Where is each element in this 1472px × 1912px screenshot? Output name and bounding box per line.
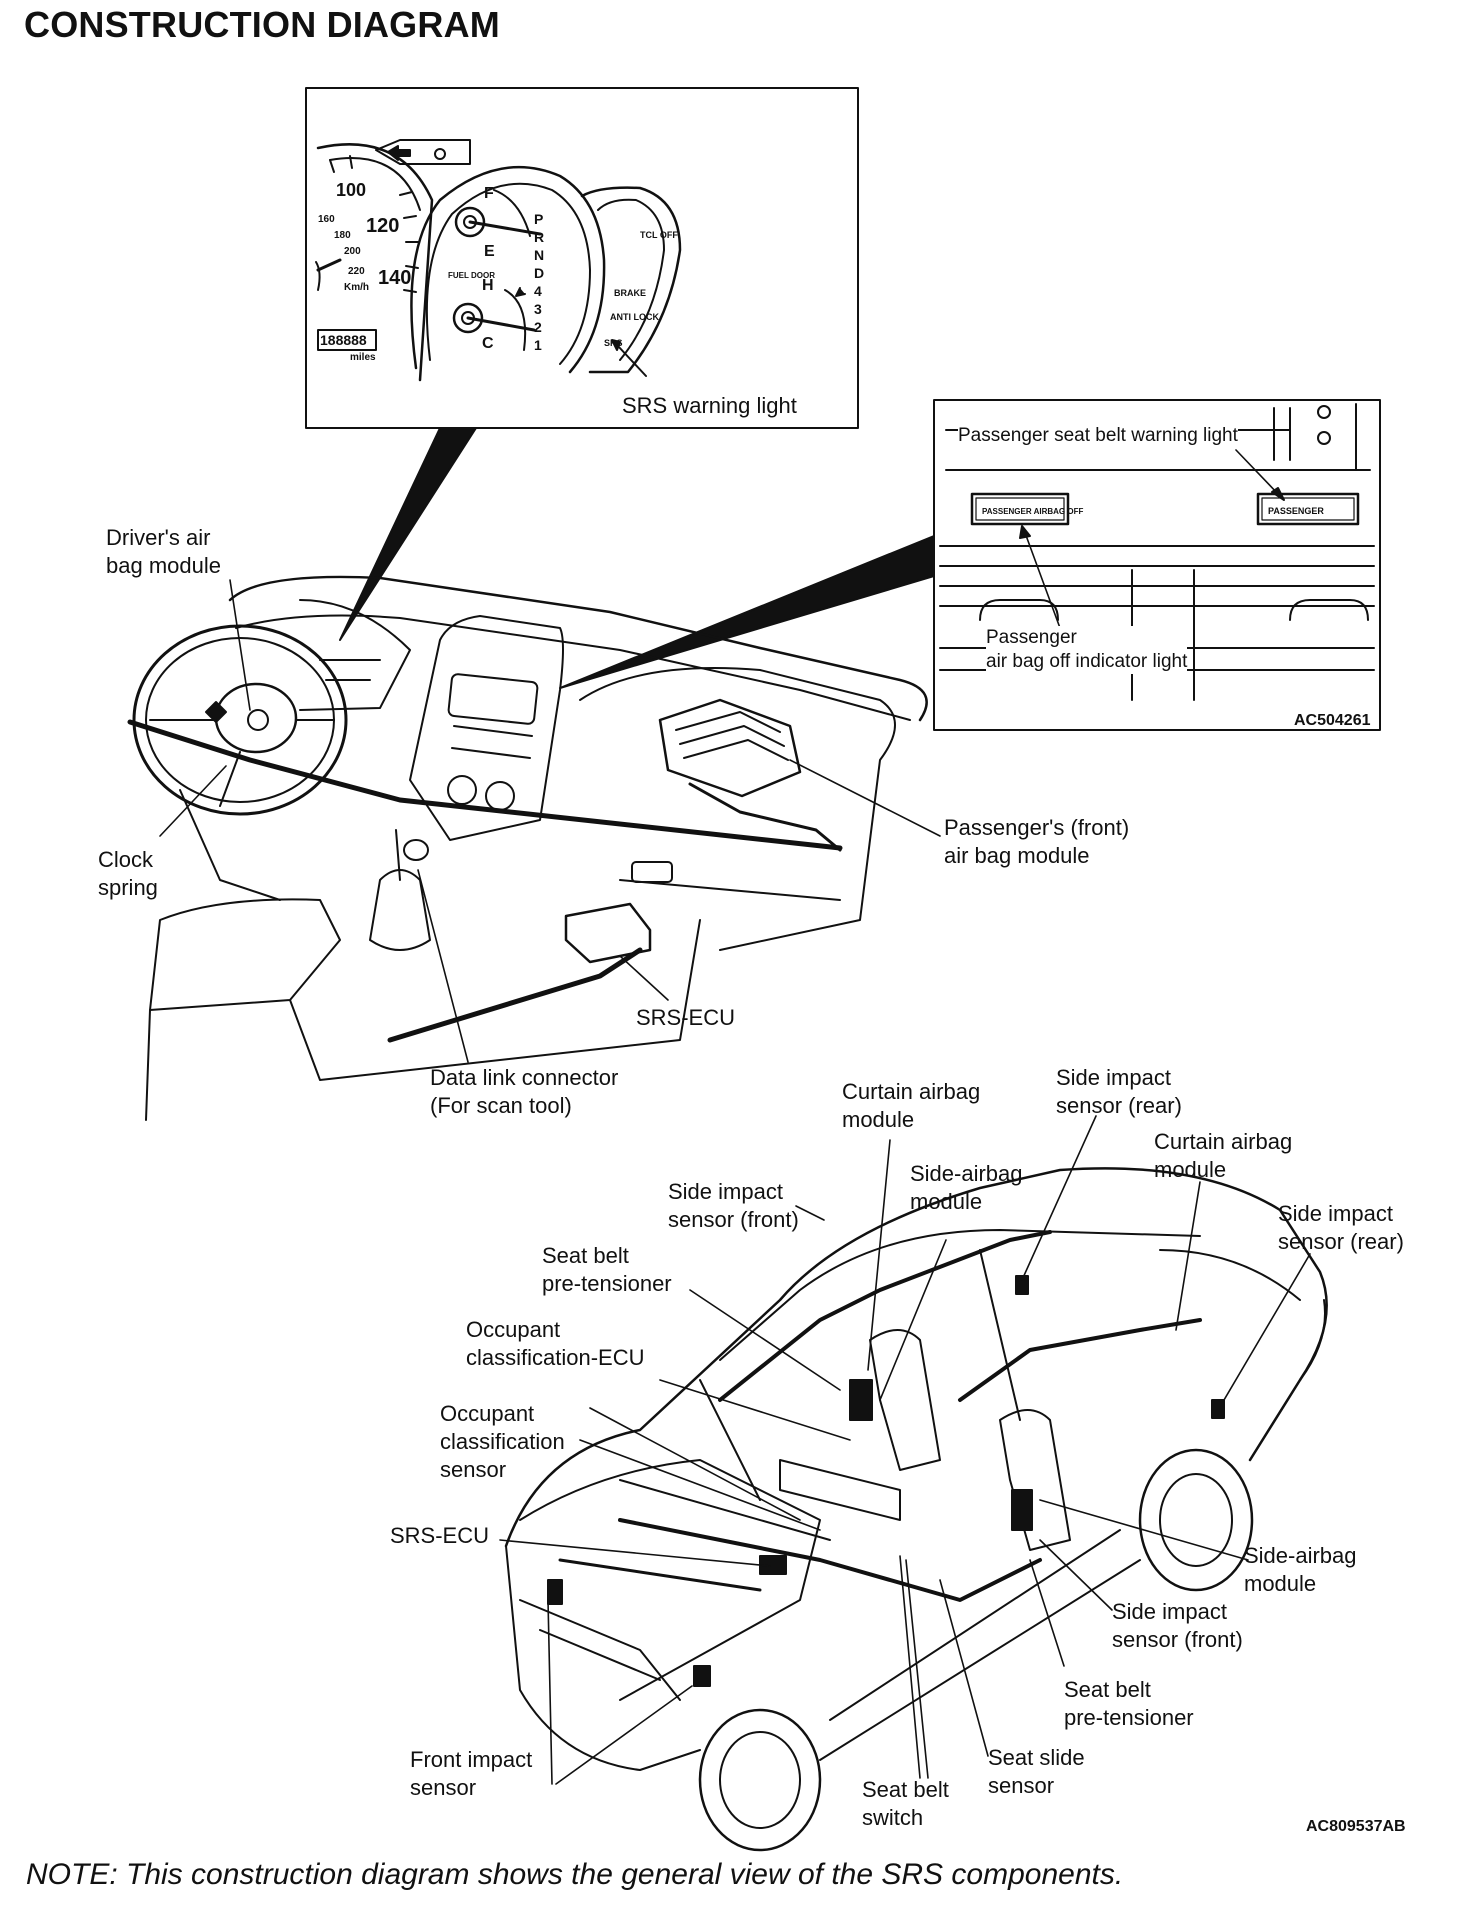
lamp-airbag-off-text: PASSENGER AIRBAG OFF	[982, 507, 1083, 516]
srs-warning-light-label: SRS warning light	[622, 393, 797, 418]
label-seat-belt-pretensioner-right: Seat belt pre-tensioner	[1064, 1677, 1194, 1730]
label-seat-belt-switch: Seat belt switch	[862, 1777, 949, 1830]
odometer-unit: miles	[350, 352, 376, 363]
footer-note: NOTE: This construction diagram shows th…	[26, 1858, 1124, 1891]
odometer-value: 188888	[320, 332, 367, 348]
passenger-indicator-inset	[933, 399, 1381, 731]
indicator-tcl-off: TCL OFF	[640, 230, 678, 240]
gear-3: 3	[534, 301, 542, 317]
inset-code: AC504261	[1294, 712, 1371, 729]
gear-n: N	[534, 247, 544, 263]
label-seat-slide-sensor: Seat slide sensor	[988, 1745, 1085, 1798]
speed-200: 200	[344, 246, 361, 257]
page-title: CONSTRUCTION DIAGRAM	[24, 4, 500, 45]
gear-1: 1	[534, 337, 542, 353]
figure-code: AC809537AB	[1306, 1818, 1406, 1835]
speed-220: 220	[348, 266, 365, 277]
label-side-impact-rear-right: Side impact sensor (rear)	[1278, 1201, 1404, 1254]
label-front-impact-sensor: Front impact sensor	[410, 1747, 533, 1800]
passenger-seat-belt-warning-label: Passenger seat belt warning light	[958, 424, 1238, 448]
speed-120: 120	[366, 215, 399, 237]
speed-100: 100	[336, 180, 366, 200]
lamp-passenger-text: PASSENGER	[1268, 506, 1324, 516]
dashboard-illustration	[127, 575, 941, 1121]
gear-4: 4	[534, 283, 542, 299]
cluster-dial-numbers: 100 120 140 160 180 200 220 Km/h 188888 …	[318, 180, 1324, 516]
speed-160: 160	[318, 214, 335, 225]
fuel-full: F	[484, 185, 494, 202]
label-side-impact-front-top: Side impact sensor (front)	[668, 1179, 799, 1232]
label-srs-ecu-car: SRS-ECU	[390, 1523, 490, 1548]
label-curtain-airbag-front: Curtain airbag module	[842, 1079, 981, 1132]
label-side-impact-rear-top: Side impact sensor (rear)	[1056, 1065, 1182, 1118]
gear-2: 2	[534, 319, 542, 335]
speed-unit: Km/h	[344, 282, 369, 293]
speed-180: 180	[334, 230, 351, 241]
label-side-airbag-top: Side-airbag module	[910, 1161, 1023, 1214]
label-srs-ecu-dash: SRS-ECU	[636, 1005, 736, 1030]
label-occupant-classification-sensor: Occupant classification sensor	[440, 1401, 565, 1482]
gear-p: P	[534, 211, 543, 227]
label-data-link-connector: Data link connector (For scan tool)	[430, 1065, 619, 1118]
label-clock-spring: Clock spring	[98, 847, 158, 900]
speed-140: 140	[378, 267, 411, 289]
fuel-empty: E	[484, 243, 495, 260]
gear-r: R	[534, 229, 544, 245]
label-driver-airbag: Driver's air bag module	[106, 525, 221, 578]
label-side-impact-front-right: Side impact sensor (front)	[1112, 1599, 1243, 1652]
cluster-callout-wedge	[339, 427, 477, 641]
passenger-callout-wedge	[559, 535, 935, 689]
temp-hot: H	[482, 277, 494, 294]
temp-cold: C	[482, 335, 494, 352]
indicator-srs: SRS	[604, 338, 623, 348]
car-illustration	[499, 1115, 1328, 1852]
label-side-airbag-right: Side-airbag module	[1244, 1543, 1357, 1596]
label-passenger-airbag: Passenger's (front) air bag module	[944, 815, 1130, 868]
label-seat-belt-pretensioner-top: Seat belt pre-tensioner	[542, 1243, 672, 1296]
label-occupant-classification-ecu: Occupant classification-ECU	[466, 1317, 645, 1370]
gear-d: D	[534, 265, 544, 281]
indicator-brake: BRAKE	[614, 288, 646, 298]
passenger-airbag-off-label: Passenger air bag off indicator light	[986, 626, 1188, 674]
indicator-anti-lock: ANTI LOCK	[610, 312, 659, 322]
fuel-door-label: FUEL DOOR	[448, 271, 495, 280]
instrument-cluster-inset	[305, 87, 859, 429]
label-curtain-airbag-rear: Curtain airbag module	[1154, 1129, 1293, 1182]
